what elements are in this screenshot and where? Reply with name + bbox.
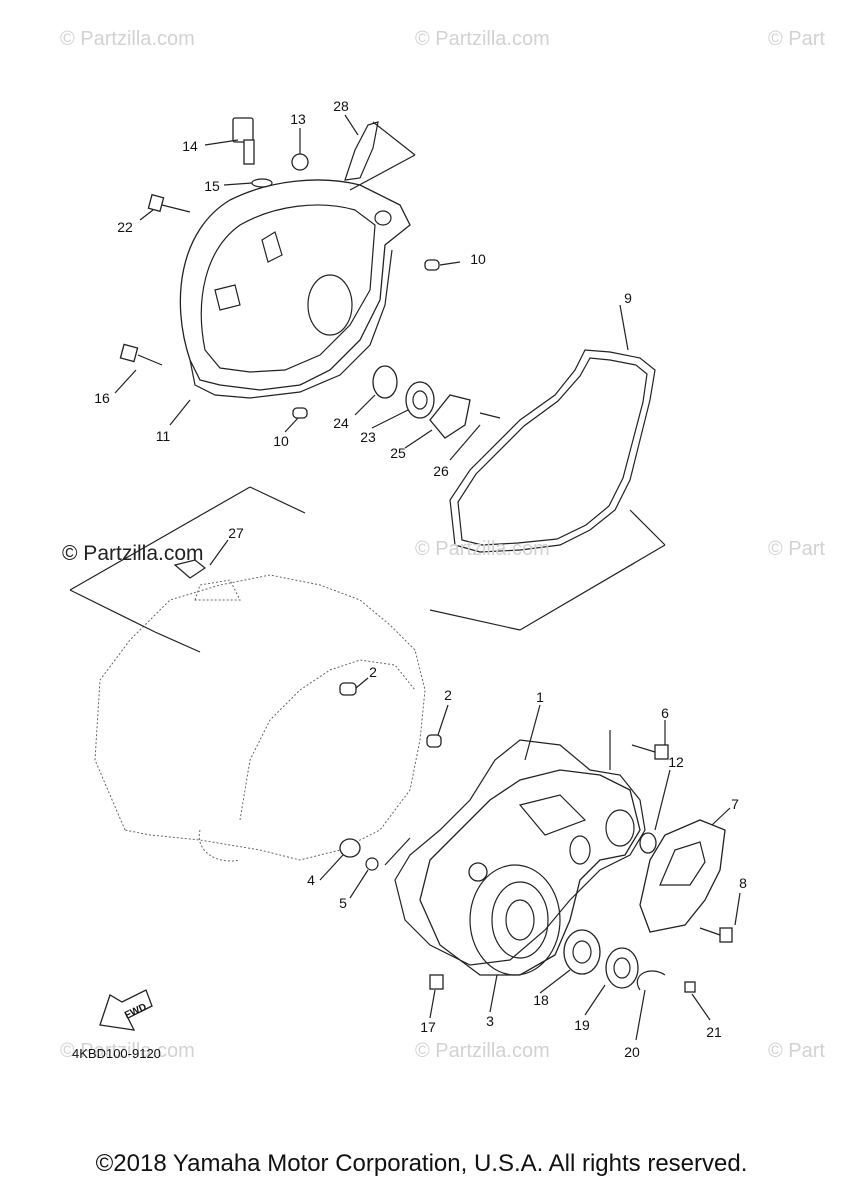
callout-9[interactable]: 9 [624, 290, 632, 306]
callout-14[interactable]: 14 [182, 138, 198, 154]
gasket-lower [394, 739, 646, 966]
callout-27[interactable]: 27 [228, 525, 244, 541]
callout-12[interactable]: 12 [668, 754, 684, 770]
crankcase-cover-upper [179, 179, 411, 399]
callout-24[interactable]: 24 [333, 415, 349, 431]
callout-28[interactable]: 28 [333, 98, 349, 114]
callout-23[interactable]: 23 [360, 429, 376, 445]
assembly-plane-lines [69, 486, 666, 653]
callout-15[interactable]: 15 [204, 178, 220, 194]
watermark: © Partzilla.com [60, 1040, 195, 1062]
callout-11[interactable]: 11 [155, 428, 171, 444]
watermark: © Partzilla.com [415, 1040, 550, 1062]
callout-4[interactable]: 4 [307, 872, 315, 888]
watermark: © Partzilla.com [62, 542, 204, 565]
watermark: © Part [768, 28, 825, 50]
small-parts [119, 117, 733, 993]
watermark: © Partzilla.com [60, 28, 195, 50]
callout-19[interactable]: 19 [574, 1017, 590, 1033]
watermark: © Part [768, 1040, 825, 1062]
callout-21[interactable]: 21 [706, 1024, 722, 1040]
copyright-notice: ©2018 Yamaha Motor Corporation, U.S.A. A… [95, 1150, 748, 1177]
crankcase-cover-lower [419, 769, 641, 976]
callout-13[interactable]: 13 [290, 111, 306, 127]
callout-25[interactable]: 25 [390, 445, 406, 461]
callout-2[interactable]: 2 [369, 664, 377, 680]
watermark: © Partzilla.com [415, 538, 550, 560]
engine-outline [94, 574, 426, 862]
callout-16[interactable]: 16 [94, 390, 110, 406]
callout-3[interactable]: 3 [486, 1013, 494, 1029]
callout-20[interactable]: 20 [624, 1044, 640, 1060]
callout-5[interactable]: 5 [339, 895, 347, 911]
leader-lines [114, 114, 741, 1041]
callout-7[interactable]: 7 [731, 796, 739, 812]
fwd-arrow-icon: FWD [99, 989, 153, 1031]
callout-18[interactable]: 18 [533, 992, 549, 1008]
callout-10[interactable]: 10 [273, 433, 289, 449]
callout-1[interactable]: 1 [536, 689, 544, 705]
callout-8[interactable]: 8 [739, 875, 747, 891]
watermark: © Part [768, 538, 825, 560]
callout-10[interactable]: 10 [470, 251, 486, 267]
diagram-code: 4KBD100-9120 [72, 1046, 161, 1061]
sprocket-cover [639, 819, 726, 933]
callout-6[interactable]: 6 [661, 705, 669, 721]
callout-26[interactable]: 26 [433, 463, 449, 479]
callout-17[interactable]: 17 [420, 1019, 436, 1035]
gasket-upper [449, 349, 656, 553]
callout-22[interactable]: 22 [117, 219, 133, 235]
watermark: © Partzilla.com [415, 28, 550, 50]
callout-2[interactable]: 2 [444, 687, 452, 703]
